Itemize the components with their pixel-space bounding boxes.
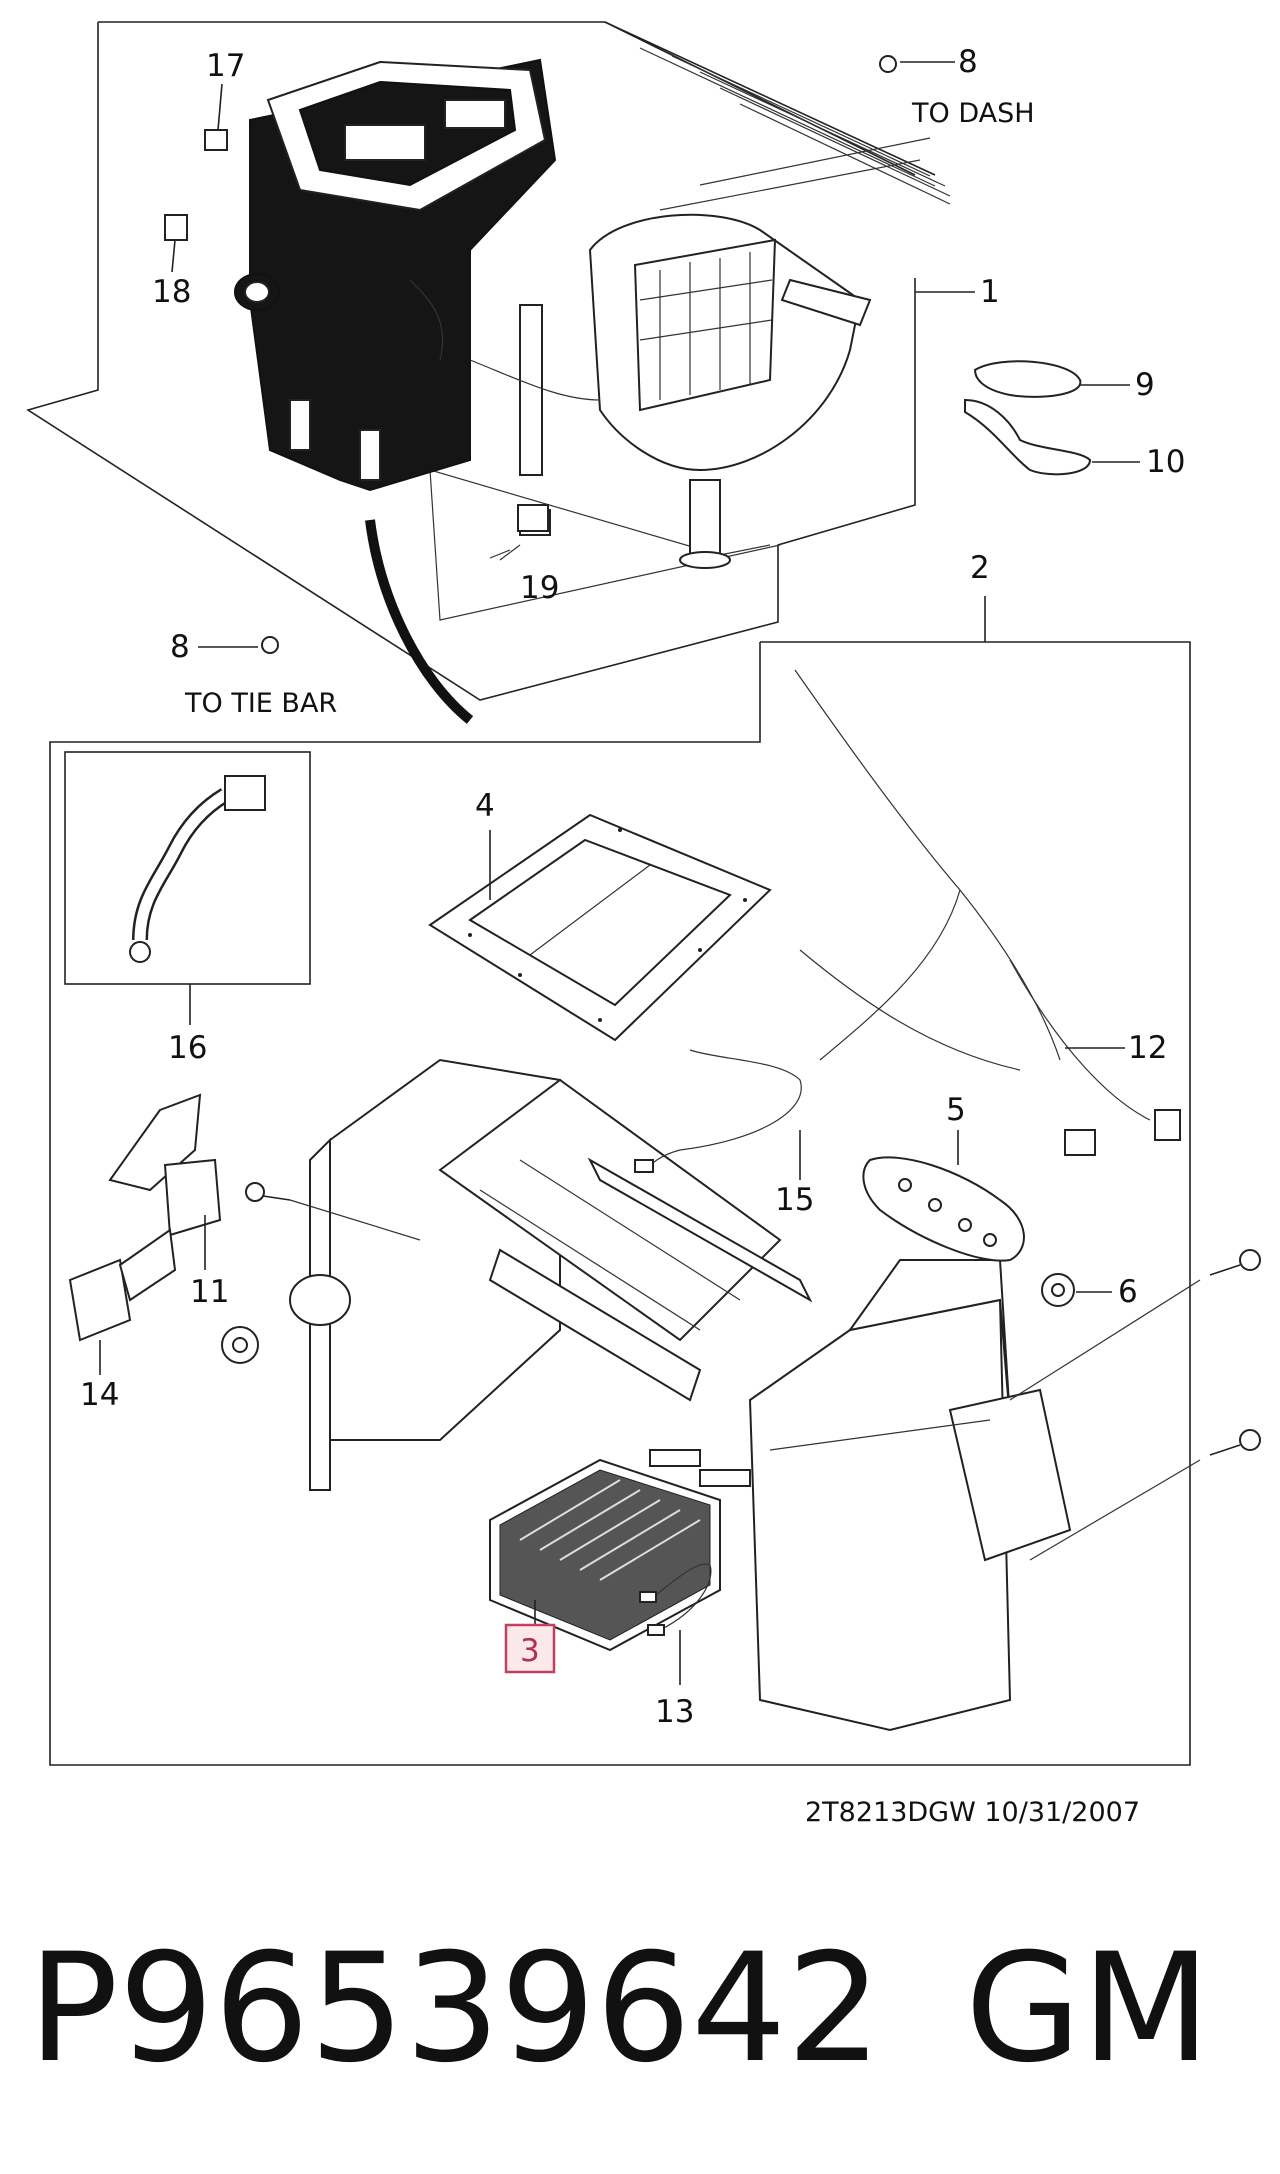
- highlighted-callout-box: [504, 1623, 556, 1674]
- gasket-5: 5: [862, 1092, 1025, 1262]
- note-to-tie-bar: TO TIE BAR: [184, 688, 337, 719]
- callout-12: 12: [1128, 1030, 1167, 1066]
- callout-11: 11: [190, 1274, 229, 1310]
- heater-case-main: [289, 1058, 1072, 1732]
- seal-4: 4: [428, 788, 772, 1042]
- sensor-13: 13: [639, 1563, 712, 1730]
- callout-18: 18: [152, 274, 191, 310]
- callout-4: 4: [475, 788, 495, 824]
- bottom-assembly-frame: 2: [49, 550, 1191, 1766]
- callout-16: 16: [168, 1030, 207, 1066]
- drawing-code: 2T8213DGW 10/31/2007: [805, 1797, 1140, 1828]
- callout-1: 1: [980, 274, 1000, 310]
- callout-2: 2: [970, 550, 990, 586]
- callout-3: 3: [520, 1633, 540, 1669]
- actuator-14: 14: [68, 1228, 177, 1413]
- part-number: P96539642: [28, 1922, 882, 2096]
- callout-19: 19: [520, 570, 559, 606]
- screw-left: [245, 1182, 421, 1241]
- sensor-15: 15: [634, 1049, 814, 1218]
- callout-10: 10: [1146, 444, 1185, 480]
- callout-14: 14: [80, 1377, 119, 1413]
- callout-6: 6: [1118, 1274, 1138, 1310]
- note-to-dash: TO DASH: [911, 98, 1035, 129]
- blower-motor-housing: [469, 213, 872, 569]
- top-callouts: 17 18 8 TO DASH 1 9 10 19 8 TO TIE BAR: [152, 44, 1185, 724]
- brand-name: GM: [965, 1922, 1211, 2096]
- callout-13: 13: [655, 1694, 694, 1730]
- callout-17: 17: [206, 48, 245, 84]
- callout-8-dash: 8: [958, 44, 978, 80]
- callout-8-tie-bar: 8: [170, 629, 190, 665]
- callout-5: 5: [946, 1092, 966, 1128]
- screws-right: [1009, 1249, 1261, 1561]
- actuator-11: 11: [108, 1093, 229, 1310]
- grommet-left: [221, 1326, 259, 1364]
- wiring-harness-12: 12: [794, 669, 1181, 1156]
- callout-9: 9: [1135, 367, 1155, 403]
- callout-15: 15: [775, 1182, 814, 1218]
- evaporator-3: 3: [489, 1449, 751, 1674]
- grommet-6: 6: [1041, 1273, 1138, 1310]
- detail-16: 16: [129, 775, 266, 1066]
- hvac-housing-dark: [234, 58, 557, 492]
